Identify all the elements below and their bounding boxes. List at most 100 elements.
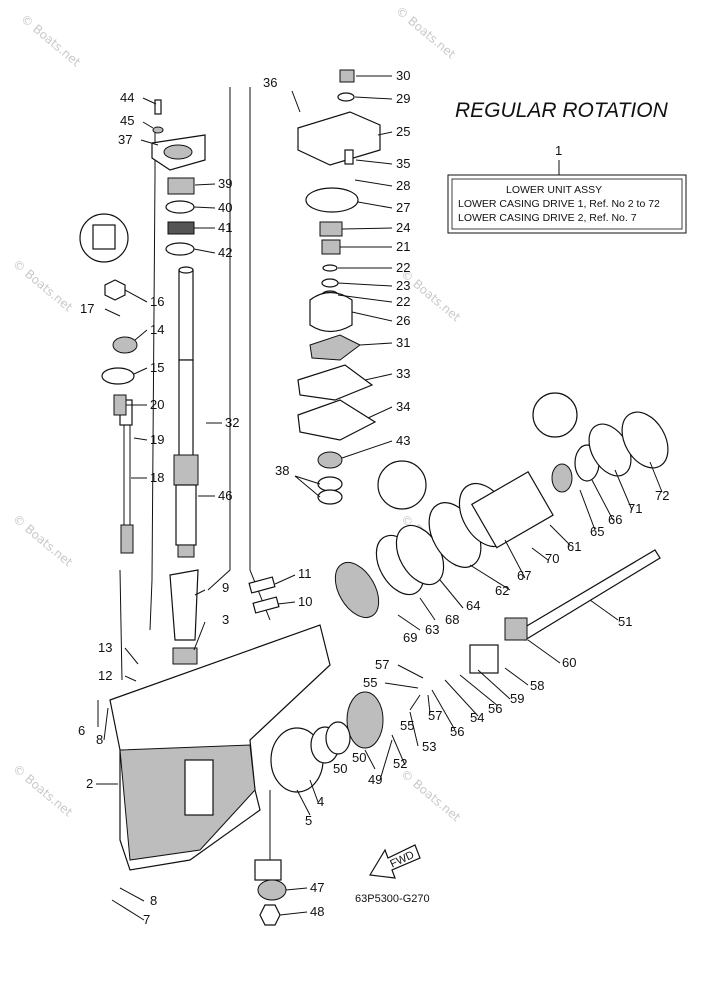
callout-66: 66 [608,512,622,527]
callout-24: 24 [396,220,410,235]
info-box-line-2: LOWER CASING DRIVE 1, Ref. No 2 to 72 [458,198,660,210]
callout-33: 33 [396,366,410,381]
callout-2: 2 [86,776,93,791]
callout-1: 1 [555,143,562,158]
info-box-line-3: LOWER CASING DRIVE 2, Ref. No. 7 [458,212,637,224]
callout-61: 61 [567,539,581,554]
callout-40: 40 [218,200,232,215]
callout-46: 46 [218,488,232,503]
callout-12: 12 [98,668,112,683]
watermark: © Boats.net [393,4,458,62]
callout-56-b: 56 [488,701,502,716]
callout-21: 21 [396,239,410,254]
diagram-title: REGULAR ROTATION [455,99,669,122]
diagram-code: 63P5300-G270 [355,893,430,905]
lower-unit-info-box: 1 LOWER UNIT ASSY LOWER CASING DRIVE 1, … [447,143,687,234]
callout-29: 29 [396,91,410,106]
callout-70: 70 [545,551,559,566]
callout-3: 3 [222,612,229,627]
callout-56-a: 56 [450,724,464,739]
callout-14: 14 [150,322,164,337]
callout-48: 48 [310,904,324,919]
callout-67: 67 [517,568,531,583]
callout-39: 39 [218,176,232,191]
leader-lines [96,75,663,921]
fwd-label: FWD [388,849,416,870]
callout-58: 58 [530,678,544,693]
callout-15: 15 [150,360,164,375]
callout-55-a: 55 [363,675,377,690]
callout-52: 52 [393,756,407,771]
callout-8-b: 8 [150,893,157,908]
callout-44: 44 [120,90,134,105]
water-pump-stack [297,69,427,510]
watermark: © Boats.net [10,512,75,570]
callout-35: 35 [396,156,410,171]
callout-45: 45 [120,113,134,128]
callout-31: 31 [396,335,410,350]
callout-54: 54 [470,710,484,725]
callout-49: 49 [368,772,382,787]
callout-22-b: 22 [396,294,410,309]
fwd-arrow: FWD [369,844,421,879]
callout-22-a: 22 [396,260,410,275]
callout-23: 23 [396,278,410,293]
callout-50-a: 50 [333,761,347,776]
callout-53: 53 [422,739,436,754]
callout-28: 28 [396,178,410,193]
callout-7: 7 [143,912,150,927]
callout-43: 43 [396,433,410,448]
callout-57-a: 57 [375,657,389,672]
callout-51: 51 [618,614,632,629]
callout-60: 60 [562,655,576,670]
callout-69: 69 [403,630,417,645]
callout-17: 17 [80,301,94,316]
callout-34: 34 [396,399,410,414]
callout-27: 27 [396,200,410,215]
callout-37: 37 [118,132,132,147]
callout-68: 68 [445,612,459,627]
callout-8-a: 8 [96,732,103,747]
callout-11: 11 [298,566,312,581]
callout-13: 13 [98,640,112,655]
callout-59: 59 [510,691,524,706]
shift-rod [119,399,134,554]
callout-71: 71 [628,501,642,516]
callout-72: 72 [655,488,669,503]
callout-57-b: 57 [428,708,442,723]
callout-19: 19 [150,432,164,447]
watermark: © Boats.net [10,257,75,315]
info-box-line-1: LOWER UNIT ASSY [506,184,602,196]
callout-64: 64 [466,598,480,613]
watermark: © Boats.net [18,12,83,70]
callout-30: 30 [396,68,410,83]
callout-18: 18 [150,470,164,485]
upper-mid-parts [169,569,280,665]
callout-25: 25 [396,124,410,139]
callout-10: 10 [298,594,312,609]
propeller-shaft-assembly [257,392,669,901]
watermark: © Boats.net [10,762,75,820]
callout-63: 63 [425,622,439,637]
callout-16: 16 [150,294,164,309]
left-upper-parts [79,99,206,416]
callout-36: 36 [263,75,277,90]
callout-47: 47 [310,880,324,895]
callout-20: 20 [150,397,164,412]
callout-4: 4 [317,794,324,809]
drive-shaft [173,266,199,558]
callout-65: 65 [590,524,604,539]
callout-38: 38 [275,463,289,478]
callout-labels: 44 45 37 39 40 41 42 16 17 14 15 20 19 1… [78,68,669,927]
callout-26: 26 [396,313,410,328]
callout-6: 6 [78,723,85,738]
callout-55-b: 55 [400,718,414,733]
callout-50-b: 50 [352,750,366,765]
callout-62: 62 [495,583,509,598]
callout-42: 42 [218,245,232,260]
callout-5: 5 [305,813,312,828]
callout-41: 41 [218,220,232,235]
watermark: © Boats.net [398,767,463,825]
callout-32: 32 [225,415,239,430]
